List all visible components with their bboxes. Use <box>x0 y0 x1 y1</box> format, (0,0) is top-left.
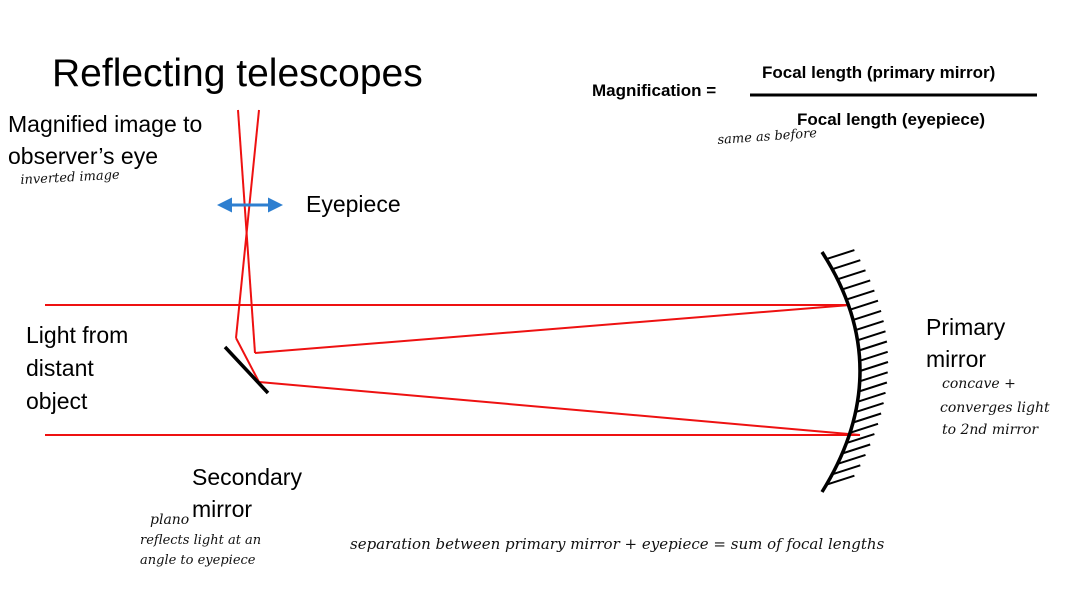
formula-numerator: Focal length (primary mirror) <box>762 63 996 82</box>
secondary-mirror-note-line2: reflects light at an <box>140 533 262 548</box>
mirror-hatch-mark <box>858 381 888 393</box>
secondary-mirror-note-line1: plano <box>150 512 190 528</box>
light-source-label-line2: distant <box>26 355 94 381</box>
primary-mirror-note-line2: converges light <box>940 400 1050 416</box>
eyepiece-ray-right <box>235 337 260 383</box>
secondary-mirror-note-line3: angle to eyepiece <box>140 553 256 568</box>
mirror-hatch-mark <box>826 474 855 486</box>
mirror-hatch-mark <box>831 464 861 476</box>
mirror-hatch-mark <box>857 391 886 403</box>
separation-note: separation between primary mirror + eyep… <box>350 535 885 553</box>
magnified-image-label-line2: observer’s eye <box>8 143 159 169</box>
primary-mirror-label-line1: Primary <box>926 314 1006 340</box>
mirror-hatch-mark <box>857 330 886 342</box>
primary-mirror-note-line1: concave + <box>942 376 1016 392</box>
mirror-hatch-mark <box>841 443 871 455</box>
mirror-hatch-mark <box>831 259 861 271</box>
mirror-hatch-mark <box>858 340 888 352</box>
mirror-hatch-mark <box>855 402 884 414</box>
formula-denominator: Focal length (eyepiece) <box>797 110 985 129</box>
primary-mirror <box>820 249 889 493</box>
mirror-hatch-mark <box>852 309 882 321</box>
mirror-hatch-mark <box>849 422 879 434</box>
mirror-hatch-mark <box>837 269 866 281</box>
mirror-hatch-mark <box>826 249 855 261</box>
mirror-hatch-mark <box>852 412 882 424</box>
mirror-hatch-mark <box>837 453 866 465</box>
reflected-ray-bottom <box>258 381 861 436</box>
primary-mirror-label-line2: mirror <box>926 346 987 372</box>
mirror-hatch-mark <box>859 361 889 372</box>
page-title: Reflecting telescopes <box>52 52 423 95</box>
secondary-mirror-label-line2: mirror <box>192 496 253 522</box>
mirror-hatch-mark <box>859 371 889 383</box>
primary-mirror-note-line3: to 2nd mirror <box>942 422 1039 438</box>
mirror-hatch-mark <box>846 289 875 301</box>
secondary-mirror-label-line1: Secondary <box>192 464 302 490</box>
eyepiece-ray-right-upper <box>235 109 260 339</box>
light-source-label-line3: object <box>26 388 88 414</box>
mirror-hatch-mark <box>841 279 871 291</box>
reflected-ray-top <box>254 304 851 354</box>
light-source-label-line1: Light from <box>26 322 129 348</box>
magnified-image-label-line1: Magnified image to <box>8 111 203 137</box>
mirror-hatch-mark <box>855 320 884 332</box>
mirror-hatch-mark <box>849 299 879 311</box>
secondary-mirror <box>223 345 270 395</box>
mirror-hatch-mark <box>859 350 889 362</box>
formula-lhs: Magnification = <box>592 81 717 100</box>
mirror-hatch-mark <box>846 433 875 445</box>
eyepiece-label: Eyepiece <box>306 191 401 217</box>
